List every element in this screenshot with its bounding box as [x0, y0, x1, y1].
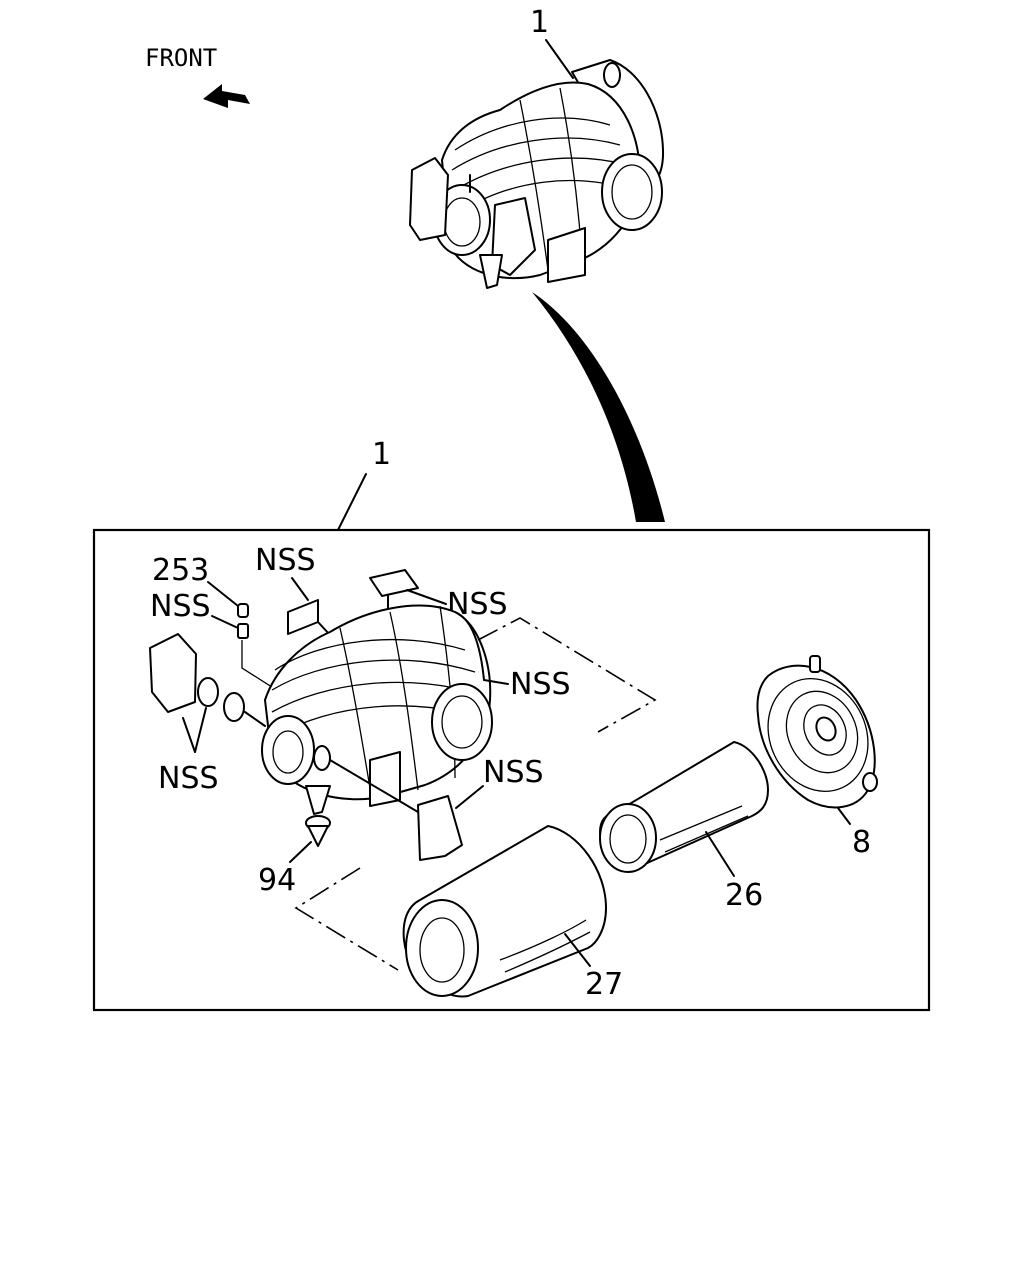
- callout-nss-clamps: NSS: [158, 761, 219, 796]
- callout-nss-sticker: NSS: [255, 543, 316, 578]
- part-side-outlet: [431, 683, 493, 761]
- callout-1-top: 1: [530, 5, 549, 40]
- callout-8: 8: [852, 825, 871, 860]
- front-arrow-icon: [203, 84, 250, 108]
- part-clamp-block-left: [149, 633, 197, 713]
- part-grommet: [223, 692, 245, 722]
- callout-nss-outlet: NSS: [510, 667, 571, 702]
- callout-nss-bracket: NSS: [483, 755, 544, 790]
- detail-pointer-arrow: [532, 292, 665, 522]
- callout-27: 27: [585, 967, 623, 1002]
- part-hose-clamp: [197, 677, 219, 707]
- part-nss-label: [369, 569, 419, 597]
- callout-253: 253: [152, 553, 209, 588]
- callout-26: 26: [725, 878, 763, 913]
- part-inlet: [261, 715, 315, 785]
- part-nss-sensor: [237, 623, 249, 639]
- front-label: FRONT: [145, 44, 217, 72]
- callout-94: 94: [258, 863, 296, 898]
- exploded-view-frame: [92, 528, 931, 1012]
- part-8-end-cover: [756, 664, 876, 809]
- exploded-view: 253 NSS NSS NSS NSS: [149, 543, 878, 1002]
- part-253-cap: [237, 603, 249, 618]
- callout-1-box: 1: [372, 437, 391, 472]
- part-clamp-block-right: [417, 795, 463, 861]
- assembled-air-cleaner: 1: [409, 5, 665, 289]
- callout-nss-sensor: NSS: [150, 589, 211, 624]
- part-nss-sticker: [287, 599, 319, 635]
- front-indicator: FRONT: [145, 44, 250, 108]
